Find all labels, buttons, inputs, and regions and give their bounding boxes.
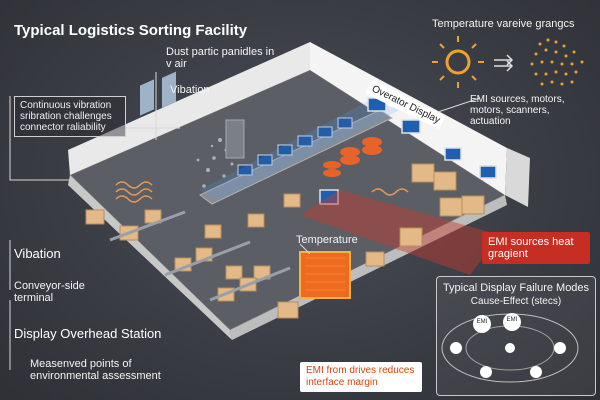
measured-points-label: Measenved points of environmental assess… [30, 358, 161, 382]
arrow-right-icon [494, 54, 514, 72]
equipment-cabinet [225, 119, 245, 159]
heated-parcel-block [299, 251, 351, 299]
vibration-top-label: Vibation [170, 84, 210, 96]
gradient-dot-pattern [530, 38, 584, 86]
back-wall-left [68, 42, 310, 175]
overhead-display-row [237, 117, 353, 176]
failure-panel-subtitle: Cause-Effect (stecs) [470, 296, 562, 307]
display-overhead-label: Display Overhead Station [14, 326, 162, 341]
failure-node-emi: EMI [476, 319, 488, 325]
emi-drives-label: EMI from drives reduces interface margin [300, 362, 422, 392]
right-wall [505, 148, 530, 207]
wall-displays [319, 97, 497, 205]
emi-heat-gradient-label: EMI sources heat gragient [482, 232, 590, 264]
page-title: Typical Logistics Sorting Facility [14, 22, 248, 39]
sun-icon [432, 36, 484, 88]
conveyor-line [199, 109, 394, 205]
temperature-panel-title: Temperature vareive grangcs [432, 18, 575, 30]
emi-sources-list-label: EMI sources, motors, motors, scanners, a… [470, 94, 565, 127]
failure-node-emi-2: EMI [506, 317, 518, 323]
continuous-vibration-label: Continuous vibration sribration challeng… [14, 96, 126, 137]
failure-orbit-diagram [441, 313, 579, 383]
wall-window [162, 71, 176, 108]
conveyor-terminal-label: Conveyor-side terminal [14, 280, 85, 304]
vibration-left-label: Vibation [14, 246, 61, 261]
parcel-boxes [85, 163, 485, 319]
heat-source-stack [323, 137, 382, 177]
conveyor-rollers [109, 210, 291, 302]
wall-window [140, 79, 154, 116]
blue-light-beam [200, 100, 400, 200]
dust-label: Dust partic panidles in v air [166, 46, 275, 70]
vibration-waves [115, 181, 409, 203]
temperature-label: Temperature [296, 234, 358, 246]
failure-panel-title: Typical Display Failure Modes [442, 282, 590, 294]
failure-modes-panel [436, 276, 596, 396]
